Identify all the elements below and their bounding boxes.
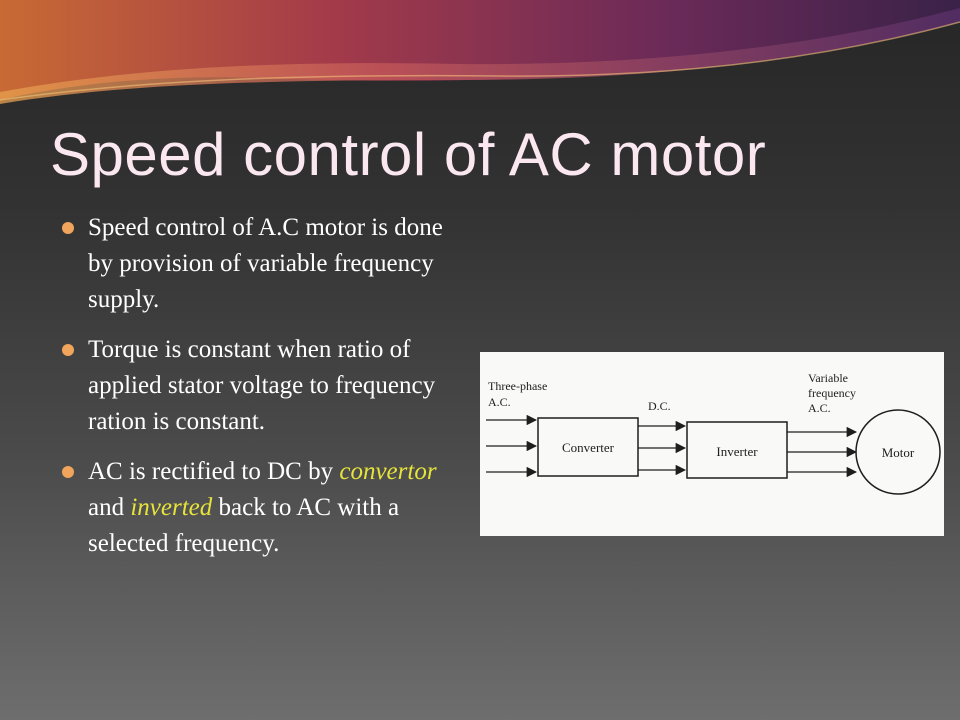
bullet-text: Speed control of A.C motor is done by pr… xyxy=(88,214,443,313)
input-label-line1: Three-phase xyxy=(488,379,547,393)
bullet-text: Torque is constant when ratio of applied… xyxy=(88,336,436,435)
bullet-dot-icon xyxy=(62,222,74,234)
highlight-inverted: inverted xyxy=(130,494,213,521)
bullet-dot-icon xyxy=(62,344,74,356)
drive-block-diagram: Three-phase A.C. Converter D.C. Inverter… xyxy=(480,352,944,536)
bullet-dot-icon xyxy=(62,466,74,478)
inverter-label: Inverter xyxy=(716,444,758,459)
highlight-convertor: convertor xyxy=(339,458,437,485)
bullet-item: AC is rectified to DC by convertor and i… xyxy=(62,454,462,562)
dc-arrows xyxy=(638,420,687,476)
bullet-item: Torque is constant when ratio of applied… xyxy=(62,332,462,440)
bullet-list: Speed control of A.C motor is done by pr… xyxy=(62,210,462,576)
output-label-line2: frequency xyxy=(808,386,856,400)
input-arrows xyxy=(486,414,538,478)
input-label-line2: A.C. xyxy=(488,395,511,409)
motor-label: Motor xyxy=(882,445,915,460)
converter-block xyxy=(537,417,639,477)
header-swoosh-decoration xyxy=(0,0,960,104)
inverter-block xyxy=(686,421,788,479)
bullet-text-part: back to AC with a selected frequency. xyxy=(88,494,400,557)
output-arrows xyxy=(787,426,858,478)
bullet-text-part: and xyxy=(88,494,131,521)
dc-label: D.C. xyxy=(648,399,671,413)
bullet-item: Speed control of A.C motor is done by pr… xyxy=(62,210,462,318)
bullet-text-part: AC is rectified to DC by xyxy=(88,458,340,485)
output-label-line3: A.C. xyxy=(808,401,831,415)
output-label-line1: Variable xyxy=(808,371,848,385)
slide-title: Speed control of AC motor xyxy=(50,121,767,188)
converter-label: Converter xyxy=(562,440,615,455)
motor-circle xyxy=(855,409,941,495)
